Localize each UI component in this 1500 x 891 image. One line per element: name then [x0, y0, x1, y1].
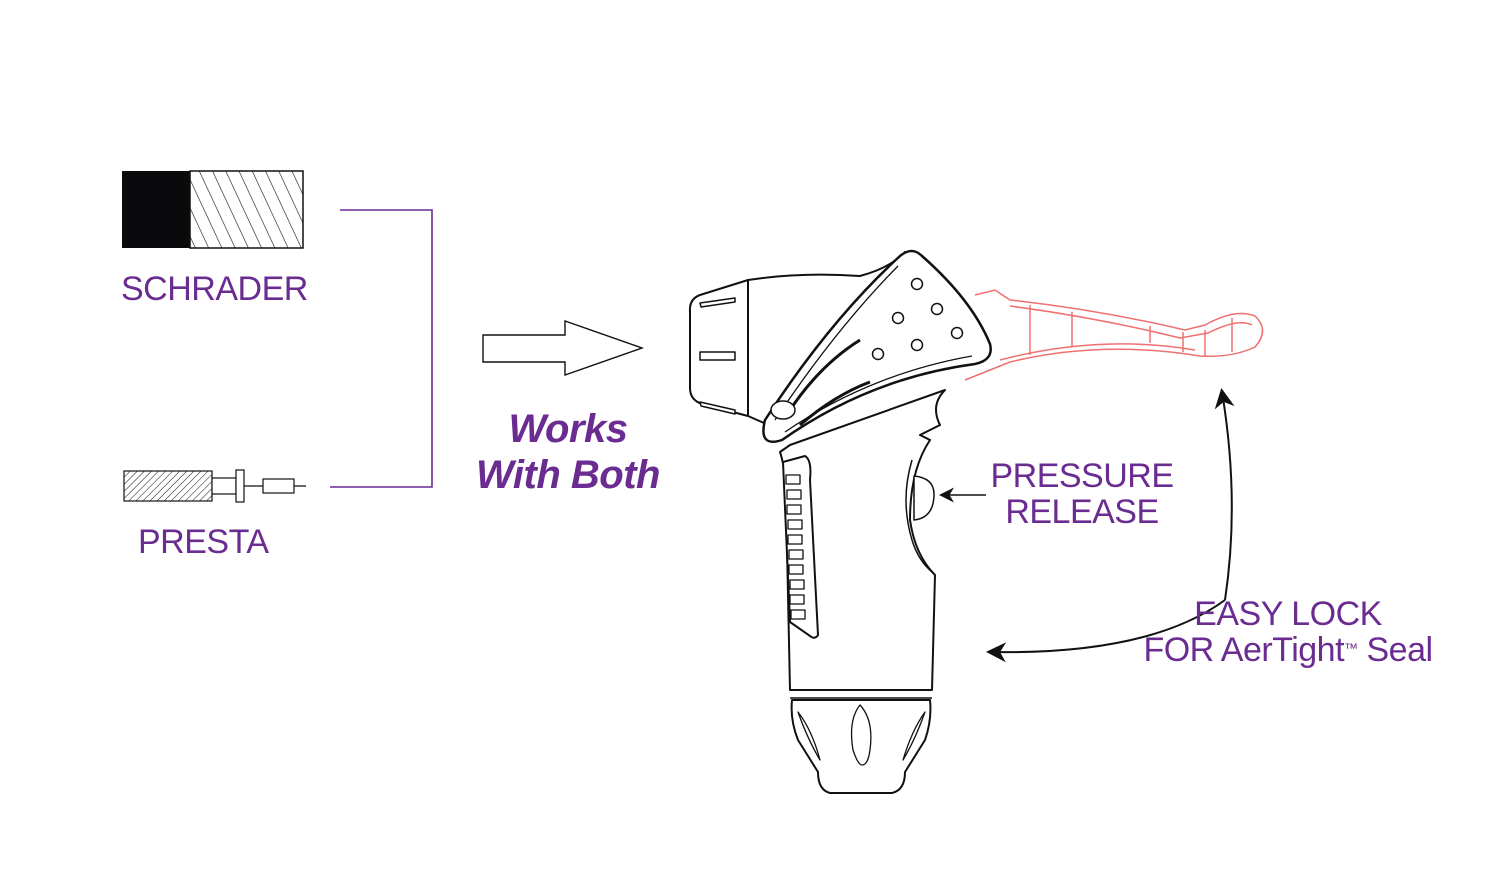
- pressure-line-2: RELEASE: [1005, 493, 1159, 531]
- easy-lock-line-2: FOR AerTight™ Seal: [1138, 632, 1438, 668]
- works-with-both-heading: Works With Both: [468, 406, 668, 498]
- schrader-valve-icon: [122, 170, 304, 249]
- right-arrow-icon: [482, 320, 645, 376]
- presta-label: PRESTA: [138, 523, 269, 561]
- presta-valve-icon: [123, 469, 306, 503]
- easy-lock-brand: FOR AerTight: [1143, 631, 1345, 669]
- lever-arm: [964, 289, 1264, 381]
- easy-lock-line-1: EASY LOCK: [1194, 595, 1382, 633]
- trademark-symbol: ™: [1344, 640, 1358, 656]
- easy-lock-seal: Seal: [1357, 631, 1433, 669]
- lever-plate-holes: [871, 277, 964, 361]
- pressure-release-button: [913, 475, 935, 521]
- easy-lock-label: EASY LOCK FOR AerTight™ Seal: [1138, 596, 1438, 668]
- pressure-release-label: PRESSURE RELEASE: [985, 458, 1179, 530]
- schrader-label: SCHRADER: [121, 270, 308, 308]
- pump-head: [688, 249, 992, 794]
- works-line-1: Works: [508, 407, 628, 451]
- easy-lock-curved-arrow: [986, 599, 1226, 663]
- pressure-line-1: PRESSURE: [990, 457, 1174, 495]
- valve-bracket-line: [330, 209, 433, 488]
- lever-plate: [762, 249, 992, 443]
- works-line-2: With Both: [476, 453, 660, 497]
- chuck-cap: [688, 279, 749, 417]
